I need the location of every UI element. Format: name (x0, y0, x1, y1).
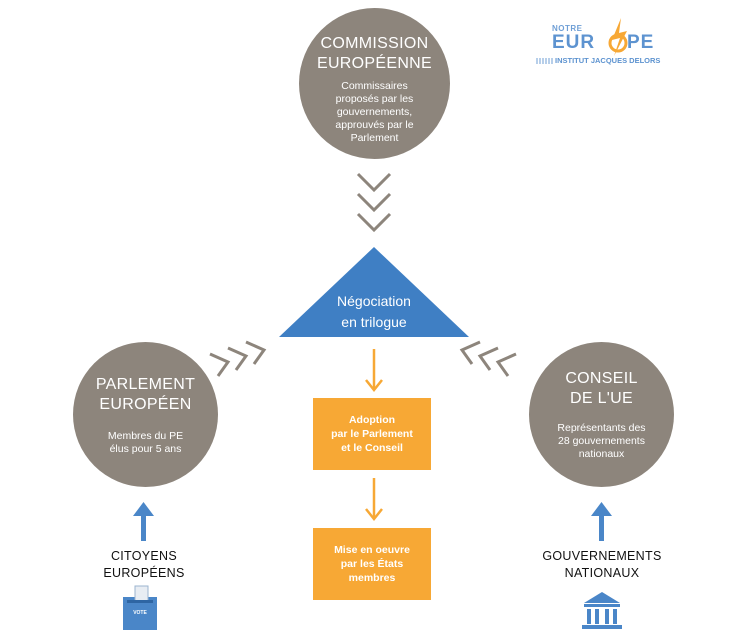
chevron-down-3 (356, 212, 392, 233)
ballot-box-icon (123, 585, 157, 630)
commission-title: COMMISSION EUROPÉENNE (316, 35, 433, 72)
logo-europe-a: EUR (552, 32, 596, 53)
adoption-box: Adoption par le Parlement et le Conseil (313, 398, 431, 470)
trilogue-triangle (279, 247, 469, 337)
commission-description: Commissaires proposés par les gouverneme… (335, 80, 414, 144)
arrow-down-orange-1 (365, 379, 383, 393)
parlement-circle: PARLEMENT EUROPÉEN Membres du PE élus po… (73, 342, 218, 487)
chevron-down-2 (356, 192, 392, 213)
logo-notre: NOTRE (552, 24, 583, 33)
government-building-icon (582, 592, 622, 629)
trilogue-label: Négociation en trilogue (337, 293, 411, 330)
logo: NOTRE EUR PE INSTITUT JACQUES DELORS (540, 18, 680, 68)
conseil-title: CONSEIL DE L'UE (565, 370, 638, 407)
commission-circle: COMMISSION EUROPÉENNE Commissaires propo… (299, 8, 450, 159)
arrow-up-gouvernements (591, 502, 612, 541)
logo-europe-b: PE (627, 32, 655, 53)
chevron-left-3 (495, 352, 517, 377)
chevron-right-2 (227, 346, 249, 371)
chevron-left-2 (477, 346, 499, 371)
chevron-left-1 (459, 340, 481, 365)
chevron-right-3 (245, 340, 267, 365)
parlement-title: PARLEMENT EUROPÉEN (95, 376, 196, 413)
logo-mark (536, 18, 628, 64)
logo-institut: INSTITUT JACQUES DELORS (555, 56, 661, 65)
arrow-up-citoyens (133, 502, 154, 541)
chevron-down-1 (356, 172, 392, 193)
citoyens-label: CITOYENS EUROPÉENS (103, 549, 185, 580)
mise-en-oeuvre-box: Mise en oeuvre par les États membres (313, 528, 431, 600)
conseil-description: Représentants des 28 gouvernements natio… (557, 422, 646, 460)
arrow-down-orange-2 (365, 508, 383, 522)
parlement-description: Membres du PE élus pour 5 ans (107, 430, 184, 455)
ballot-box-label: VOTE (133, 610, 147, 616)
chevron-right-1 (209, 352, 231, 377)
gouvernements-label: GOUVERNEMENTS NATIONAUX (542, 549, 662, 580)
conseil-circle: CONSEIL DE L'UE Représentants des 28 gou… (529, 342, 674, 487)
